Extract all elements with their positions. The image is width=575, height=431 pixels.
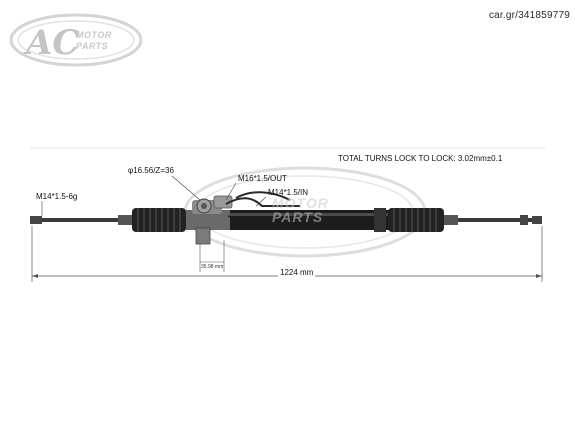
valve-offset-label: 35.98 mm <box>201 264 224 270</box>
left-tie-rod <box>34 218 130 222</box>
left-bellows <box>132 208 186 232</box>
left-tie-rod-end <box>30 216 42 224</box>
brand-logo-emblem: AC <box>9 13 143 67</box>
listing-id: car.gr/341859779 <box>488 10 570 21</box>
right-bellows <box>388 208 444 232</box>
brand-logo: AC MOTOR PARTS <box>8 12 144 68</box>
right-tie-rod-end <box>532 216 542 224</box>
pinion-valve-housing <box>186 195 233 245</box>
brand-name-line2: PARTS <box>76 41 109 51</box>
valve-offset-dimension <box>199 240 225 272</box>
pinion-spec-label: φ16.56/Z=36 <box>128 166 174 175</box>
brand-name-line1: MOTOR <box>76 30 112 40</box>
overall-length-label: 1224 mm <box>278 268 316 277</box>
right-tie-rod-collar <box>520 215 528 225</box>
right-tie-rod-nut <box>444 215 458 225</box>
tie-rod-thread-label: M14*1.5-6g <box>36 192 78 201</box>
rack-cylinder-highlight <box>230 213 390 216</box>
leader-lines <box>41 175 267 216</box>
cylinder-end-cap <box>374 208 386 232</box>
brand-monogram: AC <box>23 23 79 63</box>
in-port-label: M14*1.5/IN <box>268 188 309 197</box>
turns-spec-label: TOTAL TURNS LOCK TO LOCK: 3.02mm±0.1 <box>338 154 503 163</box>
right-tie-rod <box>444 218 540 222</box>
out-port-label: M16*1.5/OUT <box>238 174 287 183</box>
left-tie-rod-nut <box>118 215 132 225</box>
